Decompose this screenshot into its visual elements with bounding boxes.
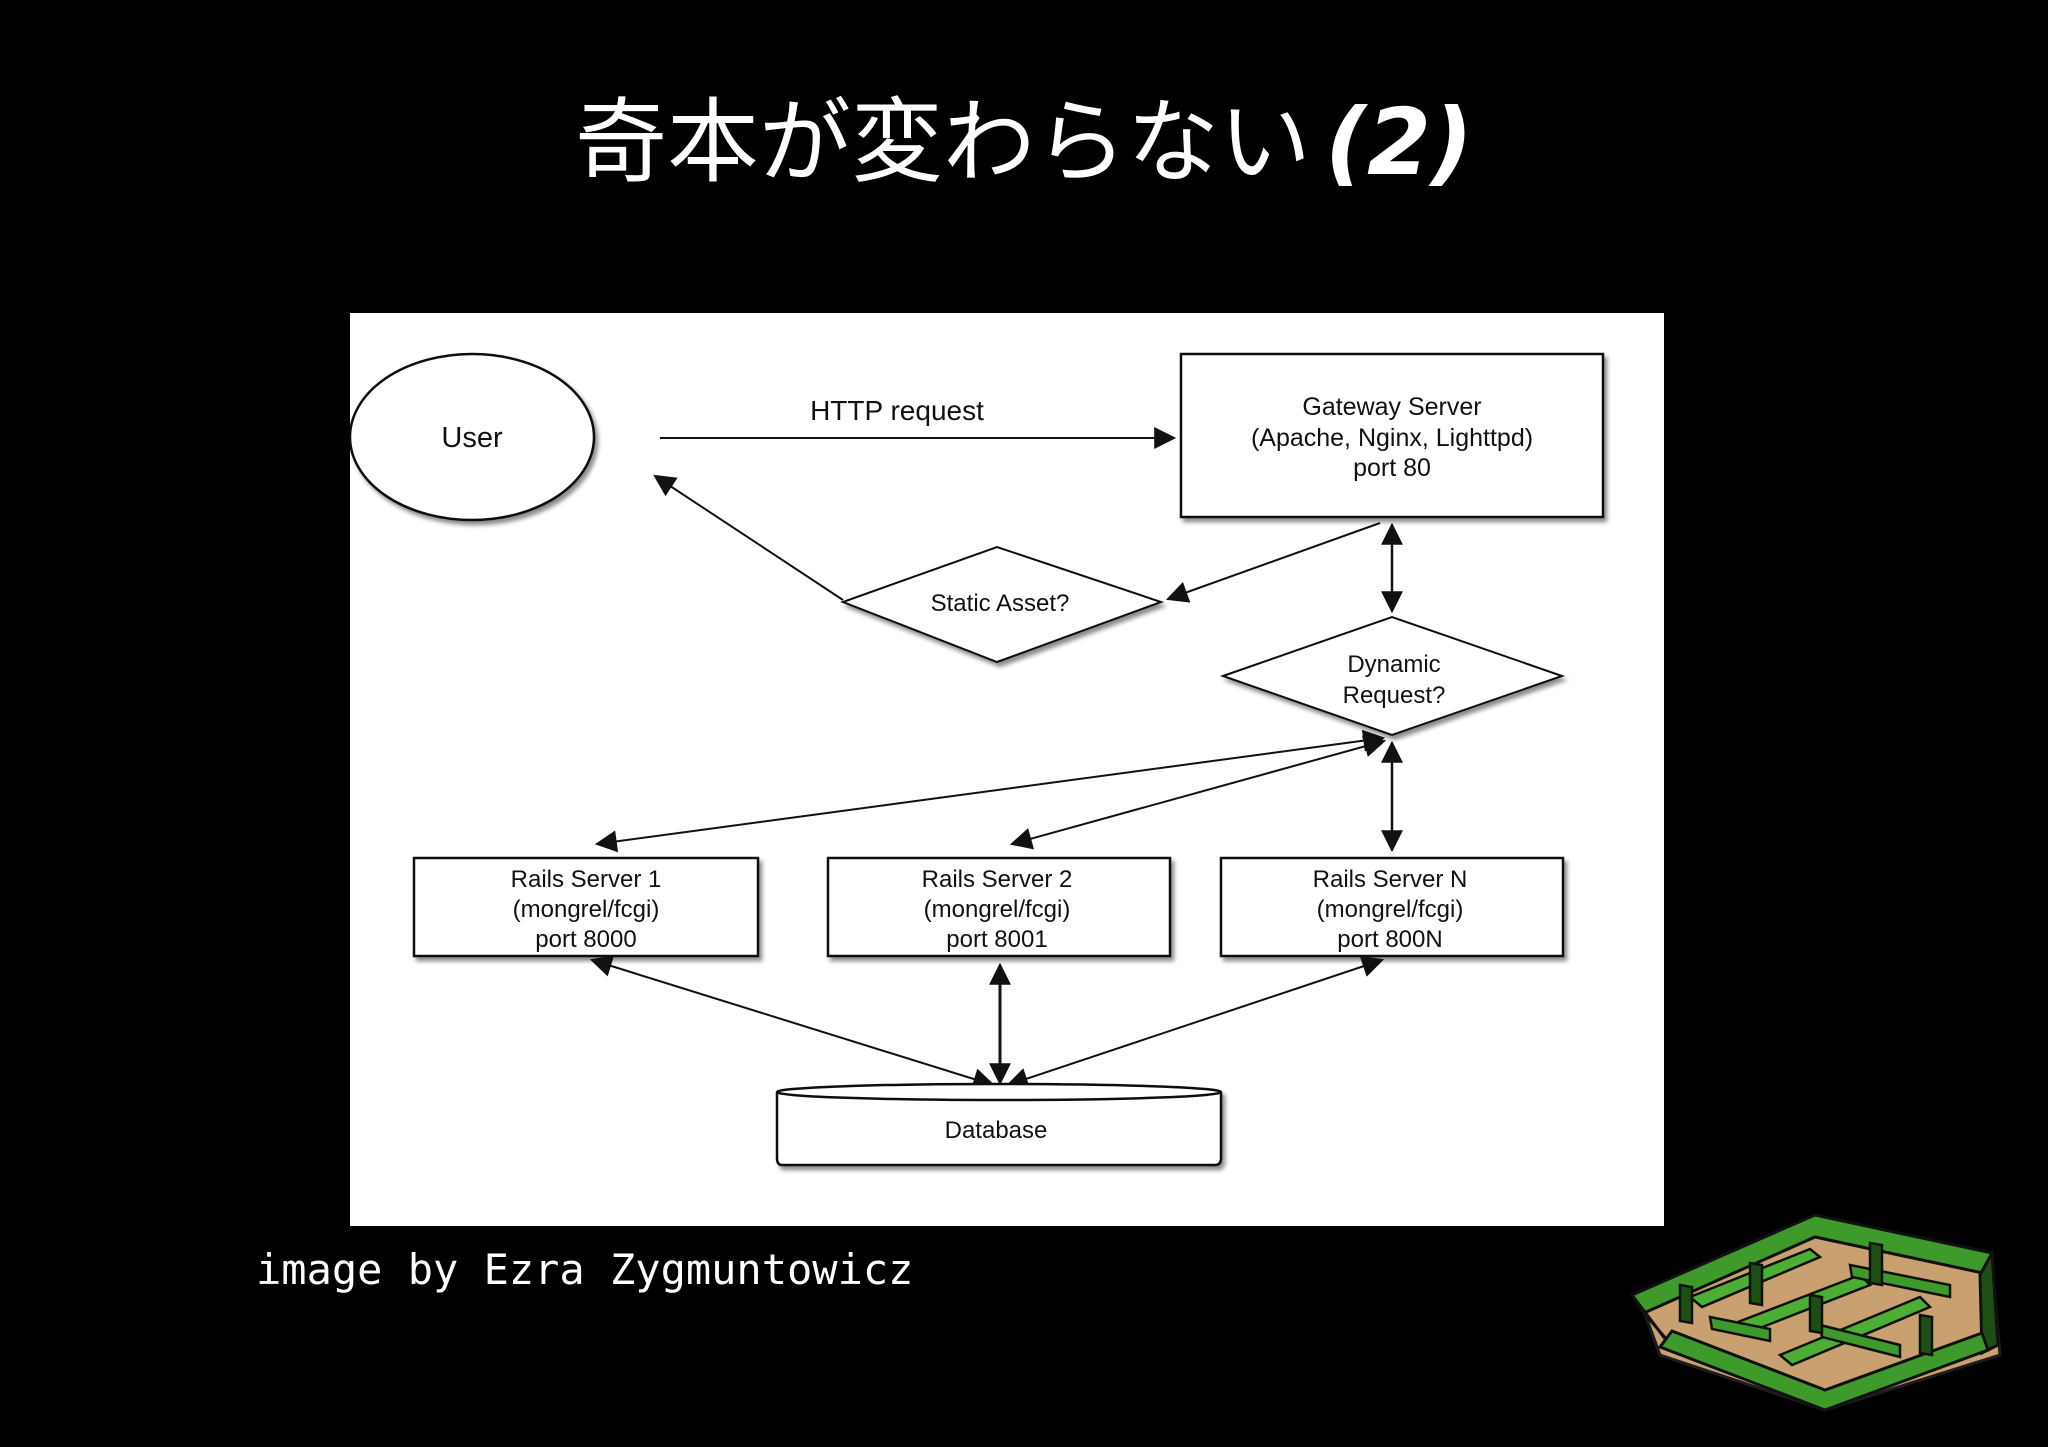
gateway-server-name: Gateway Server: [1302, 393, 1481, 421]
database-node: [775, 1082, 1223, 1167]
static-asset-decision: [840, 545, 1165, 664]
rails-server-n-port: port 800N: [1337, 926, 1442, 953]
http-request-label: HTTP request: [810, 395, 984, 426]
railsN-database-arrow: [1005, 955, 1385, 1090]
rails-server-n-name: Rails Server N: [1313, 866, 1468, 893]
static-to-user-arrow: [653, 474, 844, 601]
rails-server-2-type: (mongrel/fcgi): [924, 896, 1071, 923]
static-asset-label: Static Asset?: [931, 590, 1070, 617]
diagram-svg: User HTTP request Gateway Server (Apache…: [350, 352, 1605, 1167]
rails-server-2-port: port 8001: [946, 926, 1047, 953]
slide-title-number: (2): [1324, 89, 1474, 196]
slide-title-text: 奇本が変わらない: [574, 89, 1311, 196]
dynamic-request-line1: Dynamic: [1347, 651, 1440, 678]
gateway-server-port: port 80: [1353, 454, 1431, 482]
rails-server-1-name: Rails Server 1: [511, 866, 662, 893]
gateway-server-software: (Apache, Nginx, Lighttpd): [1251, 424, 1533, 452]
user-node: [350, 352, 596, 522]
rails-server-n-type: (mongrel/fcgi): [1317, 896, 1464, 923]
user-label: User: [441, 422, 503, 454]
dynamic-rails2-arrow: [1009, 735, 1387, 850]
dynamic-request-line2: Request?: [1343, 682, 1446, 709]
gateway-server-node: [1179, 352, 1605, 519]
database-label: Database: [945, 1117, 1048, 1144]
rails-server-1-node: [412, 856, 760, 958]
rails-server-1-port: port 8000: [535, 926, 636, 953]
architecture-diagram: User HTTP request Gateway Server (Apache…: [350, 313, 1664, 1226]
dynamic-request-decision: [1219, 615, 1566, 737]
rails-server-2-node: [826, 856, 1172, 958]
rails-server-n-node: [1219, 856, 1565, 958]
rails1-database-arrow: [589, 955, 996, 1090]
maze-logo-icon: [1620, 1205, 2010, 1420]
rails-server-2-name: Rails Server 2: [922, 866, 1073, 893]
slide-title: 奇本が変わらない(2): [0, 88, 2048, 198]
dynamic-rails1-arrow: [594, 729, 1386, 853]
image-credit: image by Ezra Zygmuntowicz: [256, 1245, 914, 1294]
gateway-to-static-arrow: [1165, 522, 1381, 603]
rails-server-1-type: (mongrel/fcgi): [513, 896, 660, 923]
